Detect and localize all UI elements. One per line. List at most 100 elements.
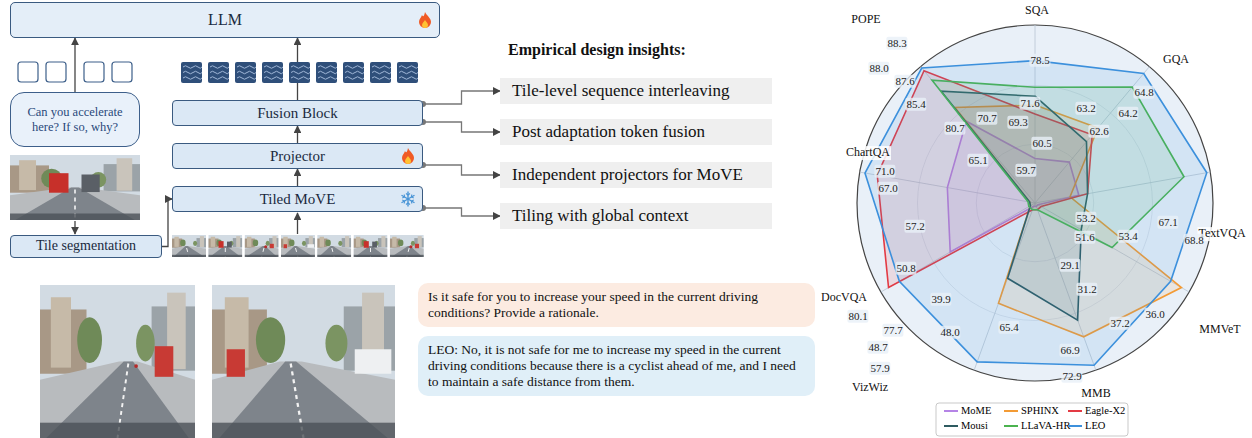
text-token xyxy=(46,62,66,82)
flame-outer xyxy=(402,148,414,164)
value-label: 57.2 xyxy=(904,220,925,233)
car-hood xyxy=(245,255,279,257)
value-label: 48.7 xyxy=(867,341,888,354)
value-label: 37.2 xyxy=(1109,317,1130,330)
value-label: 88.3 xyxy=(886,37,907,50)
tree xyxy=(289,240,294,247)
legend-label: Eagle-X2 xyxy=(1085,405,1125,416)
value-label: 71.0 xyxy=(874,165,895,178)
pavement xyxy=(172,246,206,257)
sky xyxy=(172,235,206,257)
visual-token xyxy=(289,62,310,83)
bus-shelter xyxy=(270,244,274,248)
legend-line xyxy=(1068,410,1082,412)
pavement xyxy=(317,246,351,257)
node-label: Is it safe for you to increase your spee… xyxy=(428,289,805,321)
tree xyxy=(180,240,185,247)
tree xyxy=(256,317,285,363)
legend-line xyxy=(1004,410,1018,412)
legend-line xyxy=(944,425,958,427)
value-label: 63.2 xyxy=(1075,102,1096,115)
question-bubble: Can you accelerate here? If so, why? xyxy=(10,92,140,147)
legend-swatch xyxy=(1004,407,1018,415)
tree xyxy=(193,241,197,246)
axis-label: DocVQA xyxy=(820,291,868,305)
node-label: Independent projectors for MoVE xyxy=(512,165,760,185)
value-label: 31.2 xyxy=(1076,283,1097,296)
tree xyxy=(325,325,347,362)
truck xyxy=(227,242,232,248)
bus-shelter xyxy=(227,349,245,377)
van xyxy=(307,244,314,248)
legend-entry: Mousi xyxy=(944,420,988,431)
token-pattern xyxy=(318,77,337,80)
token-pattern xyxy=(372,66,391,69)
pavement xyxy=(208,246,242,257)
legend-label: SPHINX xyxy=(1021,405,1059,416)
tree xyxy=(77,317,102,363)
value-label: 67.0 xyxy=(877,182,898,195)
token-pattern xyxy=(183,66,202,69)
snowflake-branch xyxy=(402,195,414,204)
tree xyxy=(302,241,306,246)
encoder-block: Tiled MoVE xyxy=(172,186,423,212)
sky xyxy=(208,235,242,257)
snowflake-arm xyxy=(401,194,416,205)
legend-entry: Eagle-X2 xyxy=(1068,405,1125,416)
legend-label: Mousi xyxy=(961,420,988,431)
sky xyxy=(245,235,279,257)
value-label: 87.6 xyxy=(894,75,915,88)
text-token xyxy=(18,62,38,82)
visual-token xyxy=(181,62,202,83)
connector-arrow xyxy=(423,165,500,175)
pavement xyxy=(10,188,140,221)
value-label: 36.0 xyxy=(1144,308,1165,321)
flow-arrow xyxy=(297,213,298,234)
value-label: 69.3 xyxy=(1007,116,1028,129)
axis-label: ChartQA xyxy=(845,146,891,160)
tree xyxy=(253,240,258,247)
legend-swatch xyxy=(1068,422,1082,430)
building xyxy=(236,236,240,247)
road-photo xyxy=(354,235,388,257)
building xyxy=(117,158,133,191)
snowflake-line xyxy=(402,195,415,203)
building xyxy=(174,237,178,247)
text-token xyxy=(112,62,132,82)
axis-label: TextVQA xyxy=(1197,227,1246,241)
building xyxy=(211,237,215,247)
car-hood xyxy=(281,255,315,257)
bus xyxy=(49,173,69,193)
token-pattern xyxy=(372,77,391,80)
axis-label: MMB xyxy=(1080,387,1111,401)
radar-background xyxy=(857,25,1213,381)
building xyxy=(19,160,36,190)
token-pattern xyxy=(399,77,418,80)
legend-label: LLaVA-HR xyxy=(1021,420,1070,431)
token-pattern xyxy=(291,71,310,74)
sky xyxy=(40,285,195,438)
building xyxy=(320,237,324,247)
trainable-icon xyxy=(400,147,416,165)
sky xyxy=(354,235,388,257)
token-pattern xyxy=(264,71,283,74)
token-pattern xyxy=(183,71,202,74)
sky xyxy=(317,235,351,257)
car-hood xyxy=(172,255,206,257)
value-label: 64.2 xyxy=(1117,107,1138,120)
sky xyxy=(281,235,315,257)
value-label: 59.7 xyxy=(1015,164,1036,177)
legend-line xyxy=(1068,425,1082,427)
value-label: 80.1 xyxy=(847,310,868,323)
sky xyxy=(390,235,424,257)
value-label: 67.1 xyxy=(1157,216,1178,229)
connector-arrow xyxy=(297,169,298,186)
value-label: 51.6 xyxy=(1074,231,1095,244)
value-label: 80.7 xyxy=(944,122,965,135)
value-label: 48.0 xyxy=(939,326,960,339)
value-label: 53.2 xyxy=(1075,212,1096,225)
token-pattern xyxy=(264,66,283,69)
cyclist xyxy=(264,245,267,248)
sky xyxy=(10,155,140,220)
